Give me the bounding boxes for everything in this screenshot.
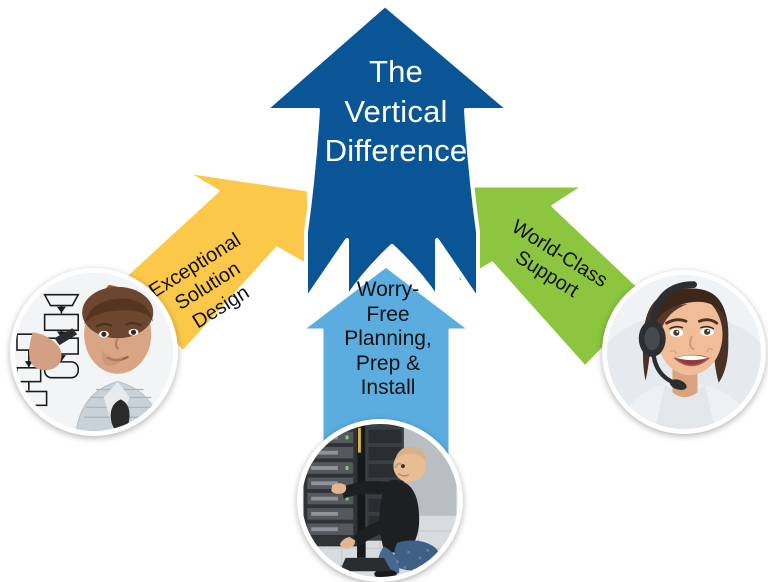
photo-support-agent-image [607,275,761,429]
photo-planning-install-image [303,424,457,577]
photo-planning-install[interactable] [297,419,463,582]
photo-solution-design[interactable] [10,268,178,436]
arrow-the-vertical-difference[interactable] [263,3,511,302]
photo-support-agent[interactable] [602,270,766,434]
photo-solution-design-image [15,273,173,431]
